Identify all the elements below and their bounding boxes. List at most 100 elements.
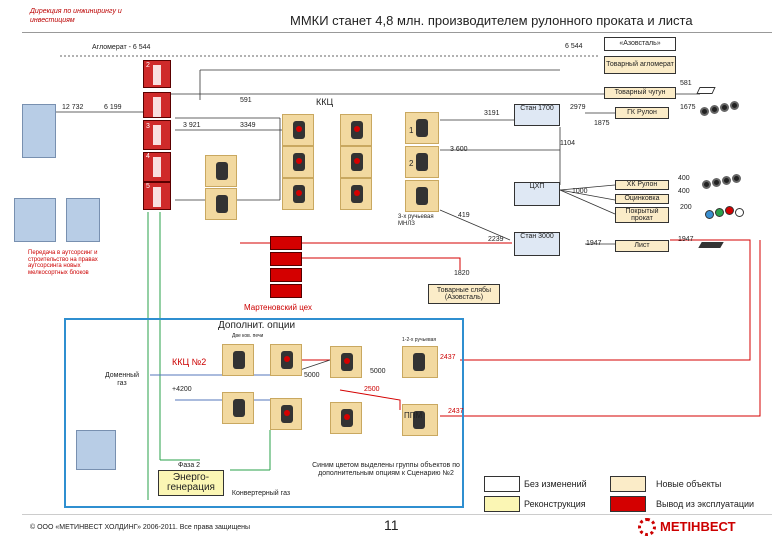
options-title: Дополнит. опции: [218, 320, 296, 331]
agglomerate-label: Агломерат - 6 544: [92, 44, 151, 51]
blast-furnace-3: [143, 92, 171, 118]
hk-rulon-box: ХК Рулон: [615, 180, 669, 190]
option-power-plant: [76, 430, 116, 470]
mnlz-caster: [405, 180, 439, 212]
energo-box: Энерго-генерация: [158, 470, 224, 496]
kkc2-label: ККЦ №2: [172, 357, 207, 367]
pellet-icon: [205, 188, 237, 220]
footer-rule: [22, 514, 772, 515]
faza2-label: Фаза 2: [178, 462, 201, 469]
value-1000: 1000: [572, 188, 588, 195]
legend-no-change: Без изменений: [524, 479, 587, 489]
legend-recon: Реконструкция: [524, 499, 586, 509]
options-note: Синим цветом выделены группы объектов по…: [312, 462, 460, 477]
kkc-ladle-1: [282, 114, 314, 146]
value-400a: 400: [678, 175, 690, 182]
converter-label-2: 2: [409, 159, 414, 168]
value-2437a: 2437: [440, 354, 456, 361]
value-419: 419: [458, 212, 470, 219]
coil-icon: [710, 105, 719, 114]
blast-furnace-5: [143, 152, 171, 182]
coil-icon: [702, 180, 711, 189]
value-3600: 3 600: [450, 146, 468, 153]
ocinkovka-box: Оцинковка: [615, 194, 669, 204]
kkc-ladle-5: [340, 146, 372, 178]
coated-coil-icon: [705, 210, 714, 219]
tovarnye-slyaby-box: Товарные слябы (Азовсталь): [428, 284, 500, 304]
converter-2: [405, 146, 439, 178]
ore-plant: [22, 104, 56, 158]
option-ladle-1: [270, 344, 302, 376]
open-hearth-label: Мартеновский цех: [244, 303, 312, 312]
value-3921: 3 921: [183, 122, 201, 129]
converter-1: [405, 112, 439, 144]
mnlz4-label: 1-2-х ручьевая: [402, 337, 437, 343]
coil-icon: [722, 176, 731, 185]
value-581: 581: [680, 80, 692, 87]
blast-furnace-6: [143, 182, 171, 210]
value-1947: 1947: [586, 240, 602, 247]
value-5000b: 5000: [370, 368, 386, 375]
coil-icon: [732, 174, 741, 183]
plate-icon: [698, 242, 724, 248]
brand-name: МЕТІНВЕСТ: [660, 519, 736, 534]
coated-coil-icon: [735, 208, 744, 217]
kkc-ladle-3: [282, 178, 314, 210]
legend-new: Новые объекты: [656, 479, 722, 489]
coil-icon: [730, 101, 739, 110]
domenny-gaz-label: Доменный газ: [104, 372, 140, 387]
ppm-label: ППМ: [404, 411, 423, 420]
ore-line: [56, 111, 146, 113]
dve-pechi-label: Две ков. печи: [232, 333, 264, 339]
furnace-label-2: 2: [146, 62, 150, 69]
kkc-ladle-4: [340, 114, 372, 146]
option-ladle-2: [270, 398, 302, 430]
value-3191: 3191: [484, 110, 500, 117]
option-converter-1: [330, 346, 362, 378]
value-1675: 1675: [680, 104, 696, 111]
ingot-icon: [696, 87, 716, 94]
tovarny-chugun-box: Товарный чугун: [604, 87, 676, 99]
legend-decommission: Вывод из эксплуатации: [656, 499, 755, 509]
option-mnlz: [402, 346, 438, 378]
option-sinter-1: [222, 344, 254, 376]
coke-plant-1: [14, 198, 56, 242]
agglomerate-value: 6 544: [565, 43, 583, 50]
list-box: Лист: [615, 240, 669, 252]
value-5000a: 5000: [304, 372, 320, 379]
stan-1700-box: Стан 1700: [514, 104, 560, 126]
transfer-note: Передача в аутсорсинг и строительство на…: [28, 250, 98, 276]
brand-logo-icon: [638, 518, 656, 536]
azovstal-box: «Азовсталь»: [604, 37, 676, 51]
coated-coil-icon: [725, 206, 734, 215]
legend-no-change-swatch: [484, 476, 520, 492]
options-frame: [64, 318, 464, 508]
gk-rulon-box: ГК Рулон: [615, 107, 669, 119]
copyright: © ООО «МЕТИНВЕСТ ХОЛДИНГ» 2006-2011. Все…: [30, 524, 251, 531]
open-hearth-furnace-3: [270, 268, 302, 282]
coated-coil-icon: [715, 208, 724, 217]
coke-plant-2: [66, 198, 100, 242]
value-200: 200: [680, 204, 692, 211]
value-2979: 2979: [570, 104, 586, 111]
coil-icon: [712, 178, 721, 187]
stan-3000-box: Стан 3000: [514, 232, 560, 256]
legend-recon-swatch: [484, 496, 520, 512]
blast-furnace-4: [143, 120, 171, 150]
legend-new-swatch: [610, 476, 646, 492]
open-hearth-furnace-4: [270, 284, 302, 298]
page-title: ММКИ станет 4,8 млн. производителем руло…: [290, 13, 693, 28]
konv-gaz-label: Конвертерный газ: [231, 490, 291, 497]
option-ppm: [402, 404, 438, 436]
org-line-1: Дирекция по инжинирингу и: [30, 8, 122, 15]
value-1104: 1104: [560, 140, 576, 147]
ore-value-12732: 12 732: [62, 104, 84, 111]
option-converter-2: [330, 402, 362, 434]
cpp-box: ЦХП: [514, 182, 560, 206]
value-1820: 1820: [454, 270, 470, 277]
legend-decommission-swatch: [610, 496, 646, 512]
org-line-2: инвестициям: [30, 17, 75, 24]
title-rule: [22, 32, 772, 33]
value-1947b: 1947: [678, 236, 694, 243]
value-591: 591: [240, 97, 252, 104]
